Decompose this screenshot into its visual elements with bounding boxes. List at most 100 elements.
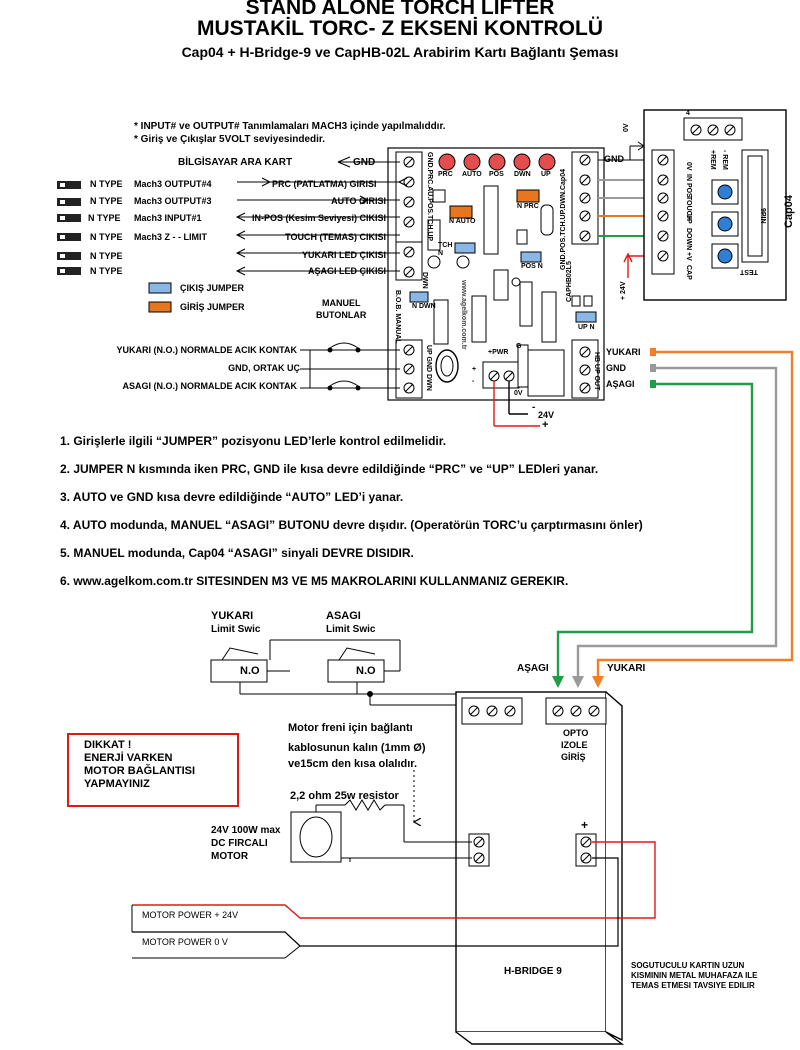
io-mach-4: Mach3 Z - - LIMIT (134, 232, 207, 242)
input-jumper-label: GİRİŞ JUMPER (180, 302, 245, 312)
led-label-dwn: DWN (514, 171, 531, 178)
right-terminal-label: GND.POS.TCH.UP.DWN.Cap04 (560, 169, 567, 270)
instruction-5: 5. MANUEL modunda, Cap04 “ASAGI” sinyali… (60, 546, 414, 560)
board-g: G (516, 343, 522, 350)
io-type-2: N TYPE (90, 196, 123, 206)
io-signal-4: TOUCH (TEMAS) CIKISI (285, 232, 386, 242)
pc-board-label: BİLGİSAYAR ARA KART (178, 157, 293, 168)
limit-switches (210, 639, 491, 706)
io-signal-3: IN-POS (Kesim Seviyesi) CIKISI (251, 213, 386, 223)
hbridge-signal-wires (556, 350, 794, 683)
board-0v: 0V (514, 390, 523, 397)
cap04-rem-plus: +REM (709, 150, 716, 170)
board-leds (438, 153, 556, 171)
io-type-1: N TYPE (90, 179, 123, 189)
warning-line-4: YAPMAYINIZ (84, 778, 150, 790)
heatsink-note-1: SOGUTUCULU KARTIN UZUN (631, 961, 745, 970)
left-terminal-dwn-label: DWN (421, 272, 428, 289)
title-line-1: STAND ALONE TORCH LIFTER (245, 0, 555, 19)
led-label-up: UP (541, 171, 551, 178)
cap04-row-inpos: IN POS (685, 174, 692, 198)
led-label-prc: PRC (438, 171, 453, 178)
motor-power-0: MOTOR POWER 0 V (142, 937, 228, 947)
left-terminal-label: GND.PRC.AU.POS.TCH.UP (426, 152, 433, 242)
instruction-3: 3. AUTO ve GND kısa devre edildiğinde “A… (60, 490, 404, 504)
subtitle: Cap04 + H-Bridge-9 ve CapHB-02L Arabirim… (181, 44, 619, 60)
motor-label-1: 24V 100W max (211, 825, 281, 836)
supply-minus: - (532, 402, 536, 413)
output-jumper-label: ÇIKIŞ JUMPER (180, 283, 245, 293)
led-label-pos: POS (489, 171, 504, 178)
io-type-5: N TYPE (90, 251, 123, 261)
pwr-label: +PWR (488, 349, 509, 356)
interface-board (387, 147, 605, 401)
board-website: www.agelkom.com.tr (460, 280, 467, 350)
warning-box (67, 733, 239, 807)
note-1: * INPUT# ve OUTPUT# Tanımlamaları MACH3 … (134, 121, 446, 132)
cap04-row-up: UP (685, 214, 692, 224)
cap04-rem-minus: - REM (721, 150, 728, 170)
instruction-1: 1. Girişlerle ilgili “JUMPER” pozisyonu … (60, 434, 447, 448)
io-type-3: N TYPE (88, 213, 121, 223)
io-mach-3: Mach3 INPUT#1 (134, 213, 202, 223)
up-limit-no: N.O (240, 665, 260, 677)
up-n-label: UP N (578, 324, 595, 331)
up-limit-title-1: YUKARI (211, 610, 254, 622)
supply-24v: 24V (538, 410, 555, 420)
board-minus: - (472, 378, 475, 385)
input-jumper-swatch (148, 301, 172, 313)
output-down-label: AŞAGI (606, 379, 635, 389)
motor-label-3: MOTOR (211, 851, 249, 862)
jumper-pos-n: POS N (521, 263, 543, 270)
motor-label-2: DC FIRCALI (211, 838, 268, 849)
io-signal-6: AŞAGI LED ÇIKISI (307, 266, 386, 276)
cap04-pin-count: 4 (686, 110, 690, 117)
note-2: * Giriş ve Çıkışlar 5VOLT seviyesindedir… (134, 134, 326, 145)
down-contact-label: ASAGI (N.O.) NORMALDE ACIK KONTAK (122, 381, 298, 391)
up-contact-label: YUKARI (N.O.) NORMALDE ACIK KONTAK (116, 345, 298, 355)
jumper-n-auto: N AUTO (449, 218, 476, 225)
instruction-2: 2. JUMPER N kısmında iken PRC, GND ile k… (60, 462, 599, 476)
jumper-tch-n: TCH N (438, 242, 453, 257)
warning-line-3: MOTOR BAĞLANTISI (84, 765, 196, 777)
cap04-gnd-wire-label: GND (604, 154, 624, 164)
brake-note-3: ve15cm den kısa olalıdır. (288, 758, 418, 770)
output-up-label: YUKARI (606, 347, 641, 357)
board-plus: + (472, 366, 477, 373)
hbridge-down-label: AŞAGI (517, 663, 549, 674)
heatsink-note-2: KISMININ METAL MUHAFAZA ILE (631, 971, 758, 980)
down-limit-title-2: Limit Swic (326, 624, 376, 635)
io-mach-1: Mach3 OUTPUT#4 (134, 179, 212, 189)
io-type-4: N TYPE (90, 232, 123, 242)
manual-button-wiring (300, 342, 400, 391)
brake-note-1: Motor freni için bağlantı (288, 722, 413, 734)
io-signal-2b: AUTO GIRISI (331, 196, 386, 206)
hbridge-up-label: YUKARI (607, 663, 646, 674)
instruction-4: 4. AUTO modunda, MANUEL “ASAGI” BUTONU d… (60, 518, 643, 532)
cap04-9pin: 9PIN (759, 208, 766, 224)
io-signal-1: PRC (PATLATMA) GIRISI (272, 179, 377, 189)
cap04-name: Cap04 (783, 194, 795, 228)
supply-plus: + (542, 419, 549, 431)
io-mach-2: Mach3 OUTPUT#3 (134, 196, 212, 206)
led-label-auto: AUTO (462, 171, 482, 178)
bob-manual-label: B.O.B. MANUAL (394, 290, 401, 344)
jumper-dwn-n: N DWN (412, 303, 436, 310)
pc-io-arrows (235, 156, 400, 276)
cap04-row-0v: 0V (685, 162, 692, 171)
n-type-markers (57, 181, 81, 275)
gnd-label: GND (353, 157, 376, 168)
motor-wiring (131, 770, 656, 959)
down-limit-title-1: ASAGI (326, 610, 361, 622)
warning-line-2: ENERJİ VARKEN (84, 752, 173, 764)
up-limit-title-2: Limit Swic (211, 624, 261, 635)
output-jumper-swatch (148, 282, 172, 294)
resistor-label: 2,2 ohm 25w resistor (290, 790, 399, 802)
gnd-common-label: GND, ORTAK UÇ (228, 363, 300, 373)
manual-terminal-label: UP GND DWN (425, 345, 432, 391)
brake-note-2: kablosunun kalın (1mm Ø) (288, 742, 426, 754)
warning-line-1: DIKKAT ! (84, 739, 132, 751)
cap04-row-down: DOWN (685, 228, 692, 251)
board-supply-wires (493, 381, 540, 427)
board-name: CAPHB02L5 (566, 261, 573, 302)
